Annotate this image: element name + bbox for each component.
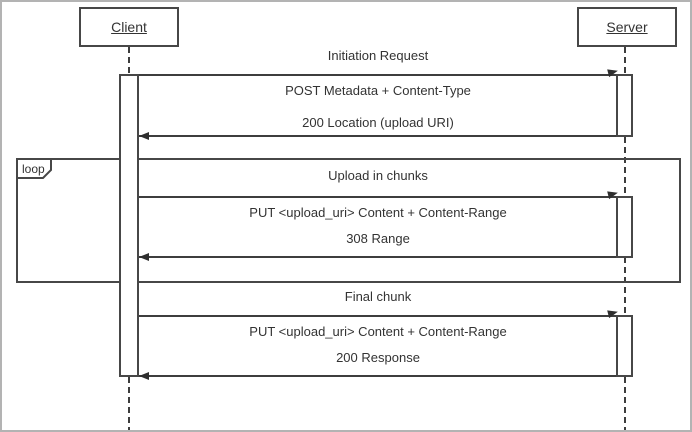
section-label-initiation: Initiation Request: [327, 48, 429, 63]
message-label-post-metadata: POST Metadata + Content-Type: [285, 83, 471, 98]
message-line-post-metadata: [121, 74, 617, 76]
lifeline-client-upper: [128, 47, 130, 74]
activation-bar-client: [119, 74, 139, 377]
loop-tab-label: loop: [22, 162, 45, 176]
message-label-put-final: PUT <upload_uri> Content + Content-Range: [249, 324, 507, 339]
message-line-200-location: [139, 135, 617, 137]
loop-tab-shape: [16, 158, 52, 179]
section-label-final-chunk: Final chunk: [344, 289, 412, 304]
message-label-200-location: 200 Location (upload URI): [302, 115, 454, 130]
actor-label-server: Server: [606, 19, 648, 35]
message-label-200-response: 200 Response: [336, 350, 420, 365]
loop-frame-tab: loop: [16, 158, 52, 179]
activation-bar-server-2: [616, 196, 633, 258]
arrowhead-response-1: [139, 132, 149, 140]
arrowhead-response-2: [139, 253, 149, 261]
lifeline-client-lower: [128, 377, 130, 430]
actor-label-client: Client: [111, 19, 147, 35]
actor-box-client: Client: [79, 7, 179, 47]
message-label-308-range: 308 Range: [346, 231, 410, 246]
message-line-308-range: [139, 256, 617, 258]
section-label-upload-chunks: Upload in chunks: [328, 168, 428, 183]
arrowhead-response-3: [139, 372, 149, 380]
message-line-200-response: [139, 375, 617, 377]
activation-bar-server-1: [616, 74, 633, 137]
loop-frame: [16, 158, 681, 283]
message-line-put-chunk: [139, 196, 617, 198]
actor-box-server: Server: [577, 7, 677, 47]
activation-bar-server-3: [616, 315, 633, 377]
message-line-put-final: [139, 315, 617, 317]
message-label-put-chunk: PUT <upload_uri> Content + Content-Range: [249, 205, 507, 220]
